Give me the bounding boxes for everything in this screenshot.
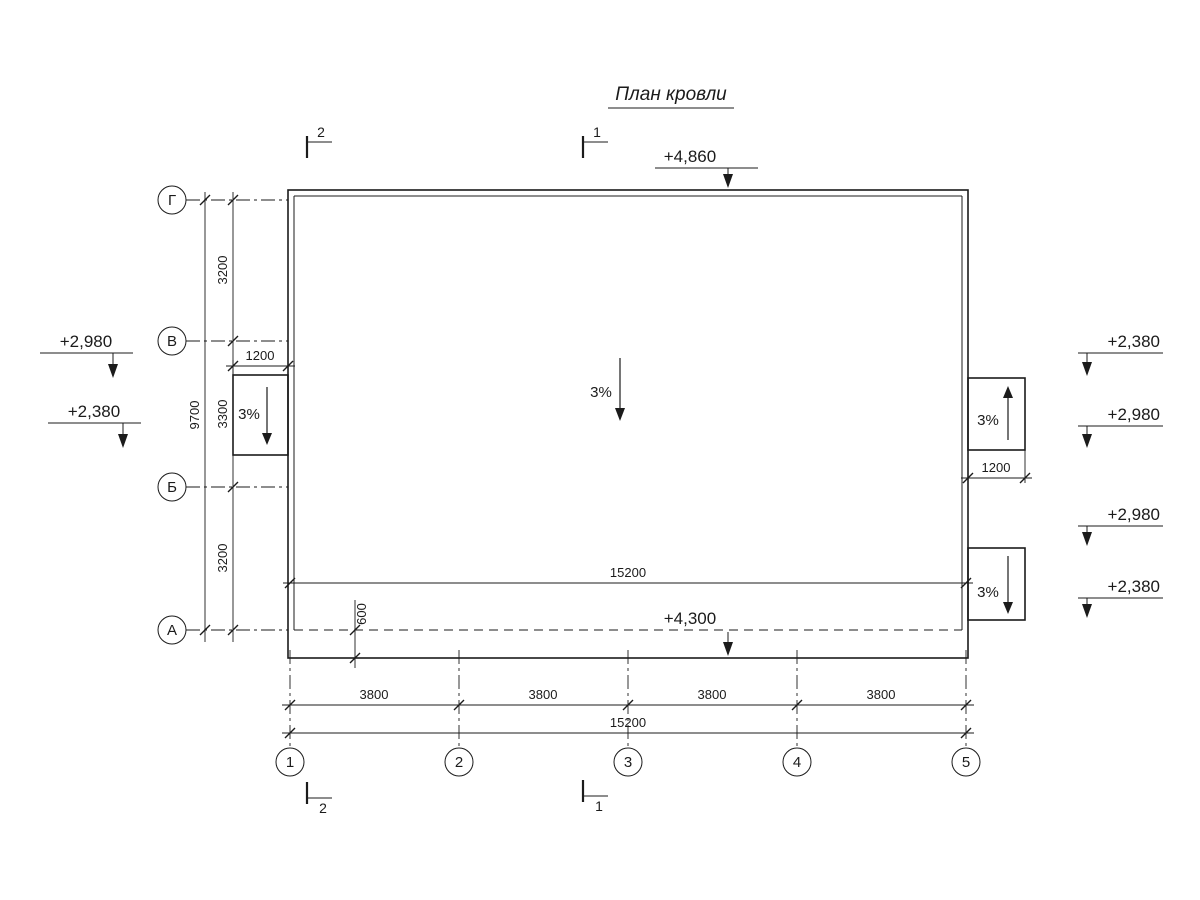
axis-label: 4 [793, 754, 801, 771]
elevation-label: +2,980 [60, 332, 112, 351]
right-lower-canopy-outline [967, 547, 1026, 621]
eave-elevation-label: +4,300 [664, 609, 716, 628]
axis-label: Г [168, 192, 176, 209]
right-lower-canopy-slope-arrow [1003, 602, 1013, 614]
left-canopy-width-label: 1200 [246, 348, 275, 363]
right-upper-canopy-outline [967, 377, 1026, 451]
section-mark-1-top: 1 [581, 124, 608, 158]
ridge-elevation: +4,860 [655, 147, 758, 188]
dim-total-label: 9700 [187, 401, 202, 430]
section-label: 1 [595, 798, 603, 814]
axis-bubble-row-v [157, 326, 187, 356]
left-dimension-chain: 3200 3300 3200 9700 [187, 192, 239, 642]
right-lower-canopy: 3% [967, 547, 1026, 621]
section-label: 2 [317, 124, 325, 140]
elevation-label: +2,380 [1108, 332, 1160, 351]
right-elevation-3: +2,980 [1078, 505, 1163, 546]
axis-label: 3 [624, 754, 632, 771]
drawing-title: План кровли [608, 84, 734, 109]
elevation-arrow [108, 364, 118, 378]
main-slope-label: 3% [590, 384, 612, 401]
elevation-arrow [1082, 604, 1092, 618]
dim-label: 3800 [867, 687, 896, 702]
right-upper-canopy-slope-arrow [1003, 386, 1013, 398]
inner-width-dimension: 15200 [283, 565, 973, 589]
dim-label: 3200 [215, 544, 230, 573]
inner-width-label: 15200 [610, 565, 646, 580]
dim-label: 3300 [215, 400, 230, 429]
elevation-arrow [1082, 532, 1092, 546]
right-lower-canopy-slope-label: 3% [977, 584, 999, 601]
axis-bubble-row-b [157, 472, 187, 502]
axis-bubble-col-2 [444, 747, 474, 777]
overhang-dimension: 600 [349, 600, 369, 668]
section-mark-2-bottom: 2 [305, 782, 332, 816]
axis-label: 5 [962, 754, 970, 771]
axis-bubble-col-3 [613, 747, 643, 777]
elevation-label: +2,980 [1108, 505, 1160, 524]
section-label: 2 [319, 800, 327, 816]
elevation-arrow [118, 434, 128, 448]
section-mark-2-top: 2 [305, 124, 332, 158]
axis-label: А [167, 622, 177, 639]
section-mark-1-bottom: 1 [581, 780, 608, 814]
eave-elevation: +4,300 [664, 609, 733, 656]
elevation-arrow [1082, 434, 1092, 448]
column-axes: 1 2 3 4 5 [275, 650, 981, 777]
right-elevation-2: +2,980 [1078, 405, 1163, 448]
axis-bubble-row-g [157, 185, 187, 215]
elevation-label: +2,380 [68, 402, 120, 421]
axis-label: 1 [286, 754, 294, 771]
roof-outline [287, 189, 969, 659]
axis-label: В [167, 333, 177, 350]
elevation-label: +2,380 [1108, 577, 1160, 596]
main-slope-arrow [615, 408, 625, 421]
bottom-dimension-chain: 3800 3800 3800 3800 15200 [282, 687, 974, 739]
ridge-elevation-label: +4,860 [664, 147, 716, 166]
right-elevation-4: +2,380 [1078, 577, 1163, 618]
elevation-arrow [1082, 362, 1092, 376]
dim-label: 3800 [360, 687, 389, 702]
row-axes: Г В Б А [157, 185, 288, 645]
left-canopy-slope-arrow [262, 433, 272, 445]
dim-label: 3800 [529, 687, 558, 702]
dim-total-label: 15200 [610, 715, 646, 730]
main-slope: 3% [590, 358, 625, 421]
left-canopy-slope-label: 3% [238, 406, 260, 423]
ridge-elevation-arrow [723, 174, 733, 188]
right-elevation-1: +2,380 [1078, 332, 1163, 376]
roof-parapet-inner-edge [293, 195, 963, 630]
title-text: План кровли [615, 84, 727, 105]
axis-bubble-col-5 [951, 747, 981, 777]
left-elevation-lower: +2,380 [48, 402, 141, 448]
row-axis-lines [186, 199, 288, 631]
axis-label: Б [167, 479, 177, 496]
section-label: 1 [593, 124, 601, 140]
roof-outer-edge [287, 189, 969, 659]
axis-label: 2 [455, 754, 463, 771]
right-upper-canopy: 3% 1200 [961, 377, 1032, 484]
right-upper-canopy-slope-label: 3% [977, 412, 999, 429]
overhang-label: 600 [354, 603, 369, 625]
axis-bubble-col-4 [782, 747, 812, 777]
dim-label: 3800 [698, 687, 727, 702]
elevation-label: +2,980 [1108, 405, 1160, 424]
axis-bubble-row-a [157, 615, 187, 645]
axis-bubble-col-1 [275, 747, 305, 777]
dim-label: 3200 [215, 256, 230, 285]
eave-elevation-arrow [723, 642, 733, 656]
right-canopy-width-label: 1200 [982, 460, 1011, 475]
left-canopy: 3% 1200 [226, 348, 295, 456]
left-elevation-upper: +2,980 [40, 332, 133, 378]
